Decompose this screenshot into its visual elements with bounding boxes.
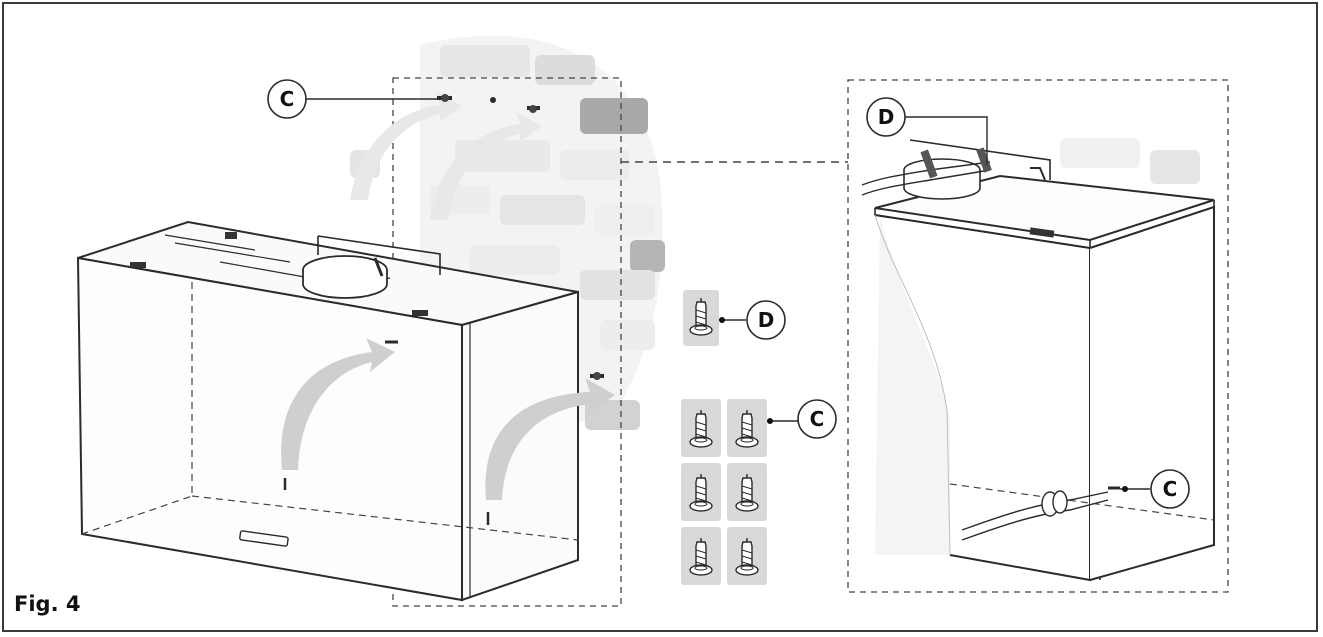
detail-view-outline [847,79,1229,593]
callout-d-bracket: D [866,97,988,165]
hood-cabinet [76,220,579,602]
parts-kit: D C [681,290,837,585]
callout-c-bottom-label: C [1163,477,1178,501]
kit-d-label: D [758,308,775,332]
callout-c-bottom: C [1120,469,1190,509]
callout-c-wall: C [267,79,437,119]
screw-c-tiles: C [681,399,837,585]
mounting-arrows [281,92,615,500]
figure-label: Fig. 4 [14,592,81,616]
kit-c-label: C [810,407,825,431]
screw-d-tile: D [683,290,786,346]
callout-d-bracket-label: D [878,105,895,129]
wall-screw-heads [385,94,604,380]
detail-cabinet [861,138,1215,582]
callout-c-wall-label: C [280,87,295,111]
